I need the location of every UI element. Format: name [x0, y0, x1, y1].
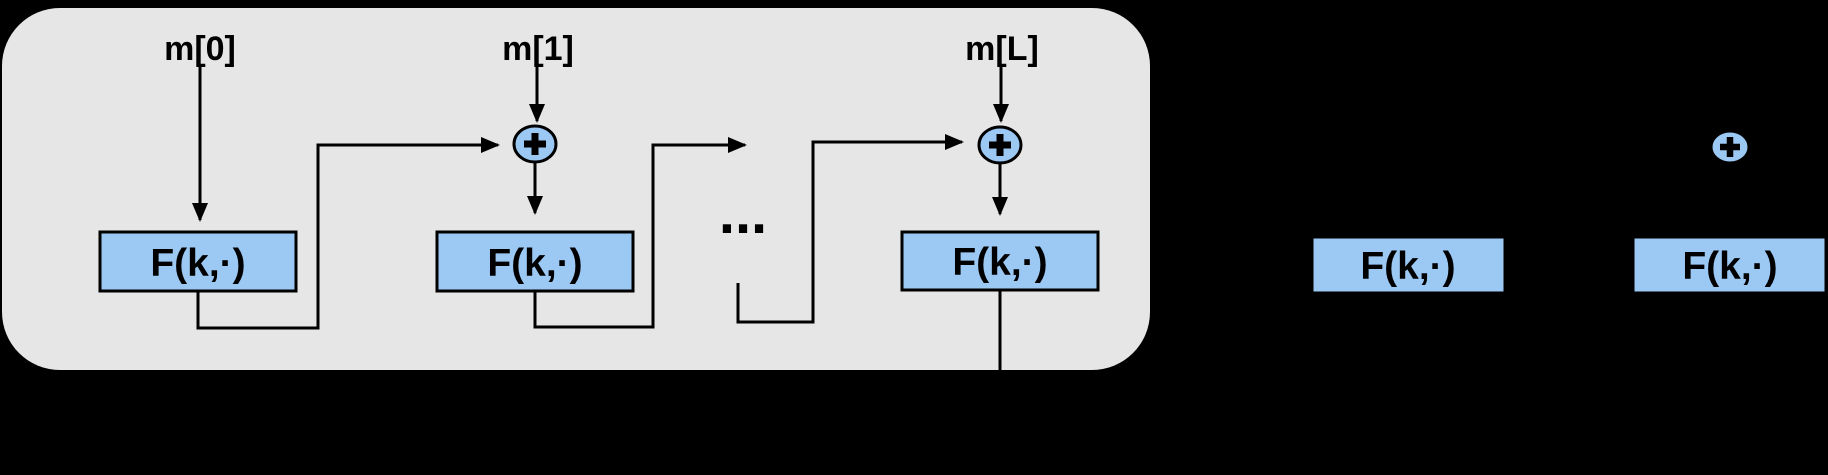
message-block-label-m0: m[0]	[164, 30, 236, 68]
prf-box-1-label: F(k,·)	[150, 242, 245, 285]
right-section: F(k,·) F(k,·)	[1310, 129, 1828, 295]
plus-icon	[1720, 137, 1740, 157]
prf-box-3-label: F(k,·)	[952, 241, 1047, 284]
chain-connector-1	[196, 137, 500, 330]
prf-box-2-label: F(k,·)	[487, 242, 582, 285]
ellipsis-label: ...	[719, 181, 767, 246]
message-block-label-mL: m[L]	[965, 30, 1039, 68]
prf-box-5-label: F(k,·)	[1682, 245, 1777, 288]
prf-box-2	[435, 230, 635, 293]
prf-box-5	[1631, 235, 1828, 295]
plus-icon	[989, 134, 1011, 156]
prf-box-4	[1310, 235, 1507, 295]
block-m1: m[1] F(k,·)	[435, 30, 635, 293]
chain-connector-2	[533, 137, 747, 329]
prf-box-4-label: F(k,·)	[1360, 245, 1455, 288]
message-block-label-m1: m[1]	[502, 30, 574, 68]
block-m0: m[0] F(k,·)	[98, 30, 298, 293]
chain-connector-3	[736, 134, 964, 324]
block-mL: m[L] F(k,·)	[900, 30, 1100, 370]
plus-icon	[524, 133, 546, 155]
prf-box-3	[900, 230, 1100, 292]
